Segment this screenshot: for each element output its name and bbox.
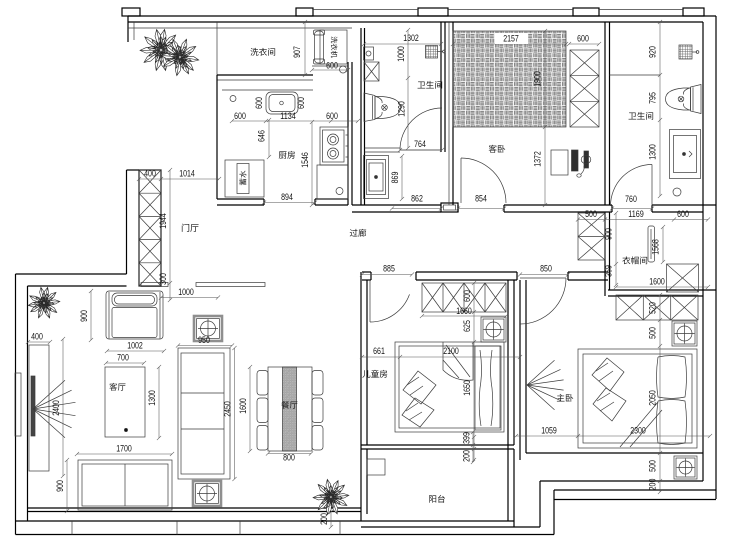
svg-text:1302: 1302	[403, 33, 419, 43]
svg-text:795: 795	[648, 92, 658, 104]
svg-text:920: 920	[648, 46, 658, 58]
svg-text:1944: 1944	[158, 213, 168, 229]
svg-text:2300: 2300	[630, 426, 646, 436]
svg-text:900: 900	[604, 228, 614, 240]
svg-text:1000: 1000	[396, 46, 406, 62]
svg-text:1700: 1700	[116, 444, 132, 454]
svg-text:400: 400	[144, 169, 156, 179]
svg-text:2050: 2050	[648, 390, 658, 406]
svg-text:600: 600	[296, 97, 306, 109]
svg-text:369: 369	[604, 265, 614, 277]
svg-text:1002: 1002	[127, 341, 143, 351]
svg-text:1169: 1169	[628, 209, 644, 219]
svg-text:2450: 2450	[223, 401, 233, 417]
svg-text:1300: 1300	[648, 144, 658, 160]
svg-text:500: 500	[585, 209, 597, 219]
svg-text:600: 600	[254, 97, 264, 109]
svg-text:400: 400	[31, 332, 43, 342]
svg-text:760: 760	[625, 194, 637, 204]
svg-text:200: 200	[648, 479, 658, 491]
svg-text:1000: 1000	[178, 287, 194, 297]
svg-text:854: 854	[475, 194, 487, 204]
svg-text:869: 869	[390, 172, 400, 184]
svg-text:625: 625	[462, 320, 472, 332]
svg-text:300: 300	[158, 273, 168, 285]
svg-text:1372: 1372	[533, 151, 543, 167]
svg-text:646: 646	[257, 130, 267, 142]
svg-text:862: 862	[411, 194, 423, 204]
svg-text:200: 200	[462, 450, 472, 462]
svg-text:1290: 1290	[397, 101, 407, 117]
svg-text:700: 700	[117, 353, 129, 363]
svg-text:600: 600	[234, 111, 246, 121]
svg-text:1600: 1600	[649, 277, 665, 287]
svg-text:661: 661	[373, 346, 385, 356]
svg-text:600: 600	[462, 290, 472, 302]
svg-text:600: 600	[326, 61, 338, 71]
svg-text:1014: 1014	[179, 169, 195, 179]
svg-text:500: 500	[648, 460, 658, 472]
svg-text:850: 850	[540, 264, 552, 274]
svg-text:500: 500	[648, 327, 658, 339]
svg-text:900: 900	[55, 480, 65, 492]
svg-text:2100: 2100	[443, 346, 459, 356]
svg-text:2400: 2400	[51, 400, 61, 416]
svg-text:600: 600	[326, 111, 338, 121]
svg-text:399: 399	[462, 432, 472, 444]
svg-text:1059: 1059	[541, 426, 557, 436]
svg-text:885: 885	[383, 264, 395, 274]
svg-text:894: 894	[281, 192, 293, 202]
svg-text:950: 950	[198, 335, 210, 345]
svg-text:1568: 1568	[651, 239, 661, 255]
svg-text:764: 764	[414, 139, 426, 149]
svg-text:1660: 1660	[456, 306, 472, 316]
svg-text:900: 900	[79, 310, 89, 322]
svg-text:1300: 1300	[147, 390, 157, 406]
svg-text:1134: 1134	[280, 111, 296, 121]
svg-text:800: 800	[283, 453, 295, 463]
svg-text:1546: 1546	[300, 152, 310, 168]
svg-text:907: 907	[292, 46, 302, 58]
svg-text:200: 200	[319, 513, 329, 525]
svg-text:600: 600	[577, 34, 589, 44]
svg-text:1650: 1650	[462, 380, 472, 396]
svg-text:600: 600	[677, 209, 689, 219]
svg-text:1600: 1600	[238, 398, 248, 414]
svg-text:1900: 1900	[533, 71, 543, 87]
svg-text:2157: 2157	[503, 34, 519, 44]
svg-text:520: 520	[648, 302, 658, 314]
